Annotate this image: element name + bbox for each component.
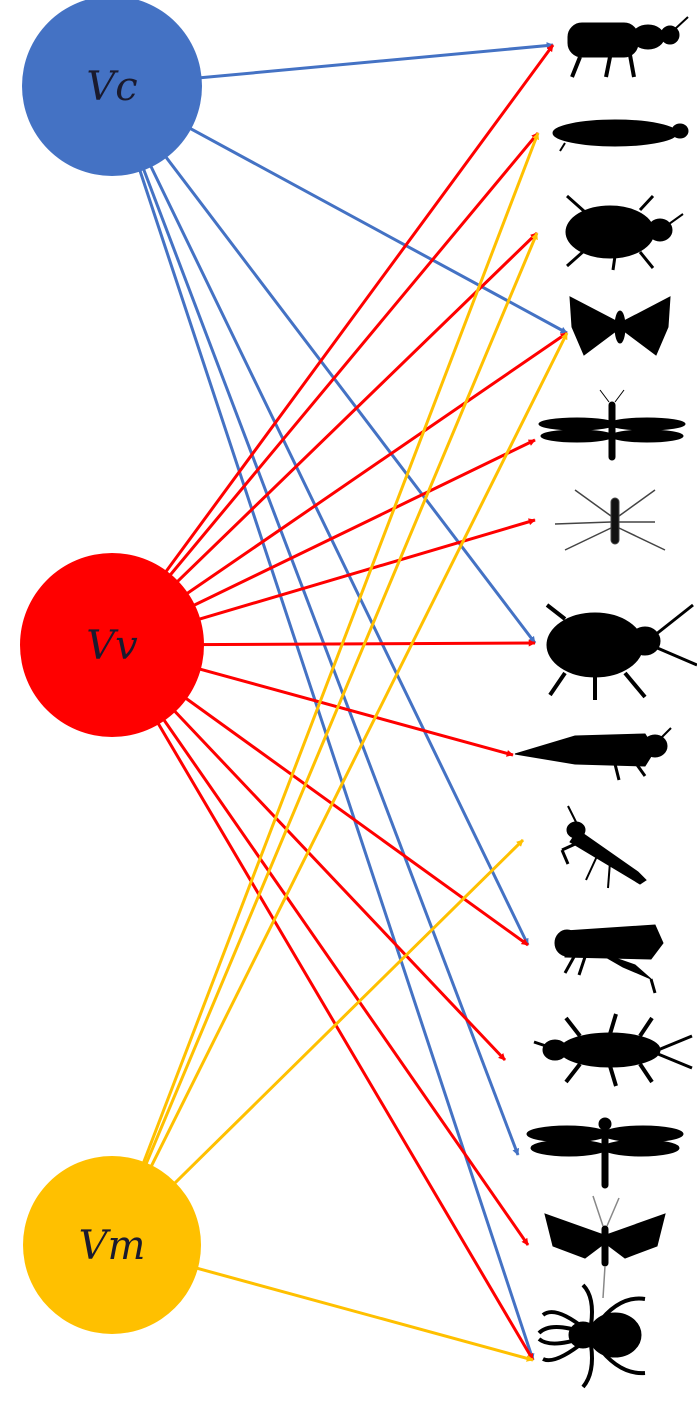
cockroach-silhouette-icon — [547, 605, 697, 700]
targets-layer — [515, 17, 697, 1387]
edge-vv-to-t6 — [190, 643, 535, 645]
node-vc: Vc — [22, 0, 202, 176]
edge-vv-to-t9 — [175, 691, 528, 945]
edge-vv-to-t0 — [158, 45, 553, 582]
water-strider-silhouette-icon — [555, 490, 665, 550]
edges-layer — [136, 45, 567, 1360]
larva-silhouette-icon — [553, 120, 688, 151]
edge-vm-to-t3 — [146, 333, 567, 1177]
edge-vv-to-t10 — [166, 702, 505, 1060]
caddisfly-larva-silhouette-icon — [515, 728, 671, 780]
node-label-vm: Vm — [79, 1223, 146, 1269]
damselfly-silhouette-icon — [539, 390, 685, 460]
node-vv: Vv — [20, 553, 204, 737]
node-label-vc: Vc — [86, 64, 137, 110]
moth-silhouette-icon — [570, 297, 670, 355]
wasp-silhouette-icon — [568, 17, 688, 77]
node-label-vv: Vv — [86, 623, 138, 669]
beetle-silhouette-icon — [566, 196, 683, 270]
spider-silhouette-icon — [539, 1285, 645, 1387]
mayfly-silhouette-icon — [545, 1196, 665, 1298]
edge-vv-to-t5 — [187, 520, 535, 623]
edge-vv-to-t3 — [176, 333, 567, 601]
earwig-silhouette-icon — [534, 1014, 692, 1086]
edge-vc-to-t0 — [188, 45, 553, 79]
edge-vm-to-t13 — [185, 1265, 533, 1360]
grasshopper-silhouette-icon — [555, 925, 663, 993]
node-vm: Vm — [23, 1156, 201, 1334]
dragonfly-silhouette-icon — [527, 1118, 683, 1188]
edge-vc-to-t9 — [145, 155, 528, 945]
edge-vc-to-t13 — [136, 159, 533, 1360]
edge-vv-to-t1 — [162, 133, 538, 585]
edge-vv-to-t12 — [157, 709, 528, 1245]
edge-vm-to-t8 — [166, 840, 523, 1192]
mantis-silhouette-icon — [562, 806, 646, 888]
